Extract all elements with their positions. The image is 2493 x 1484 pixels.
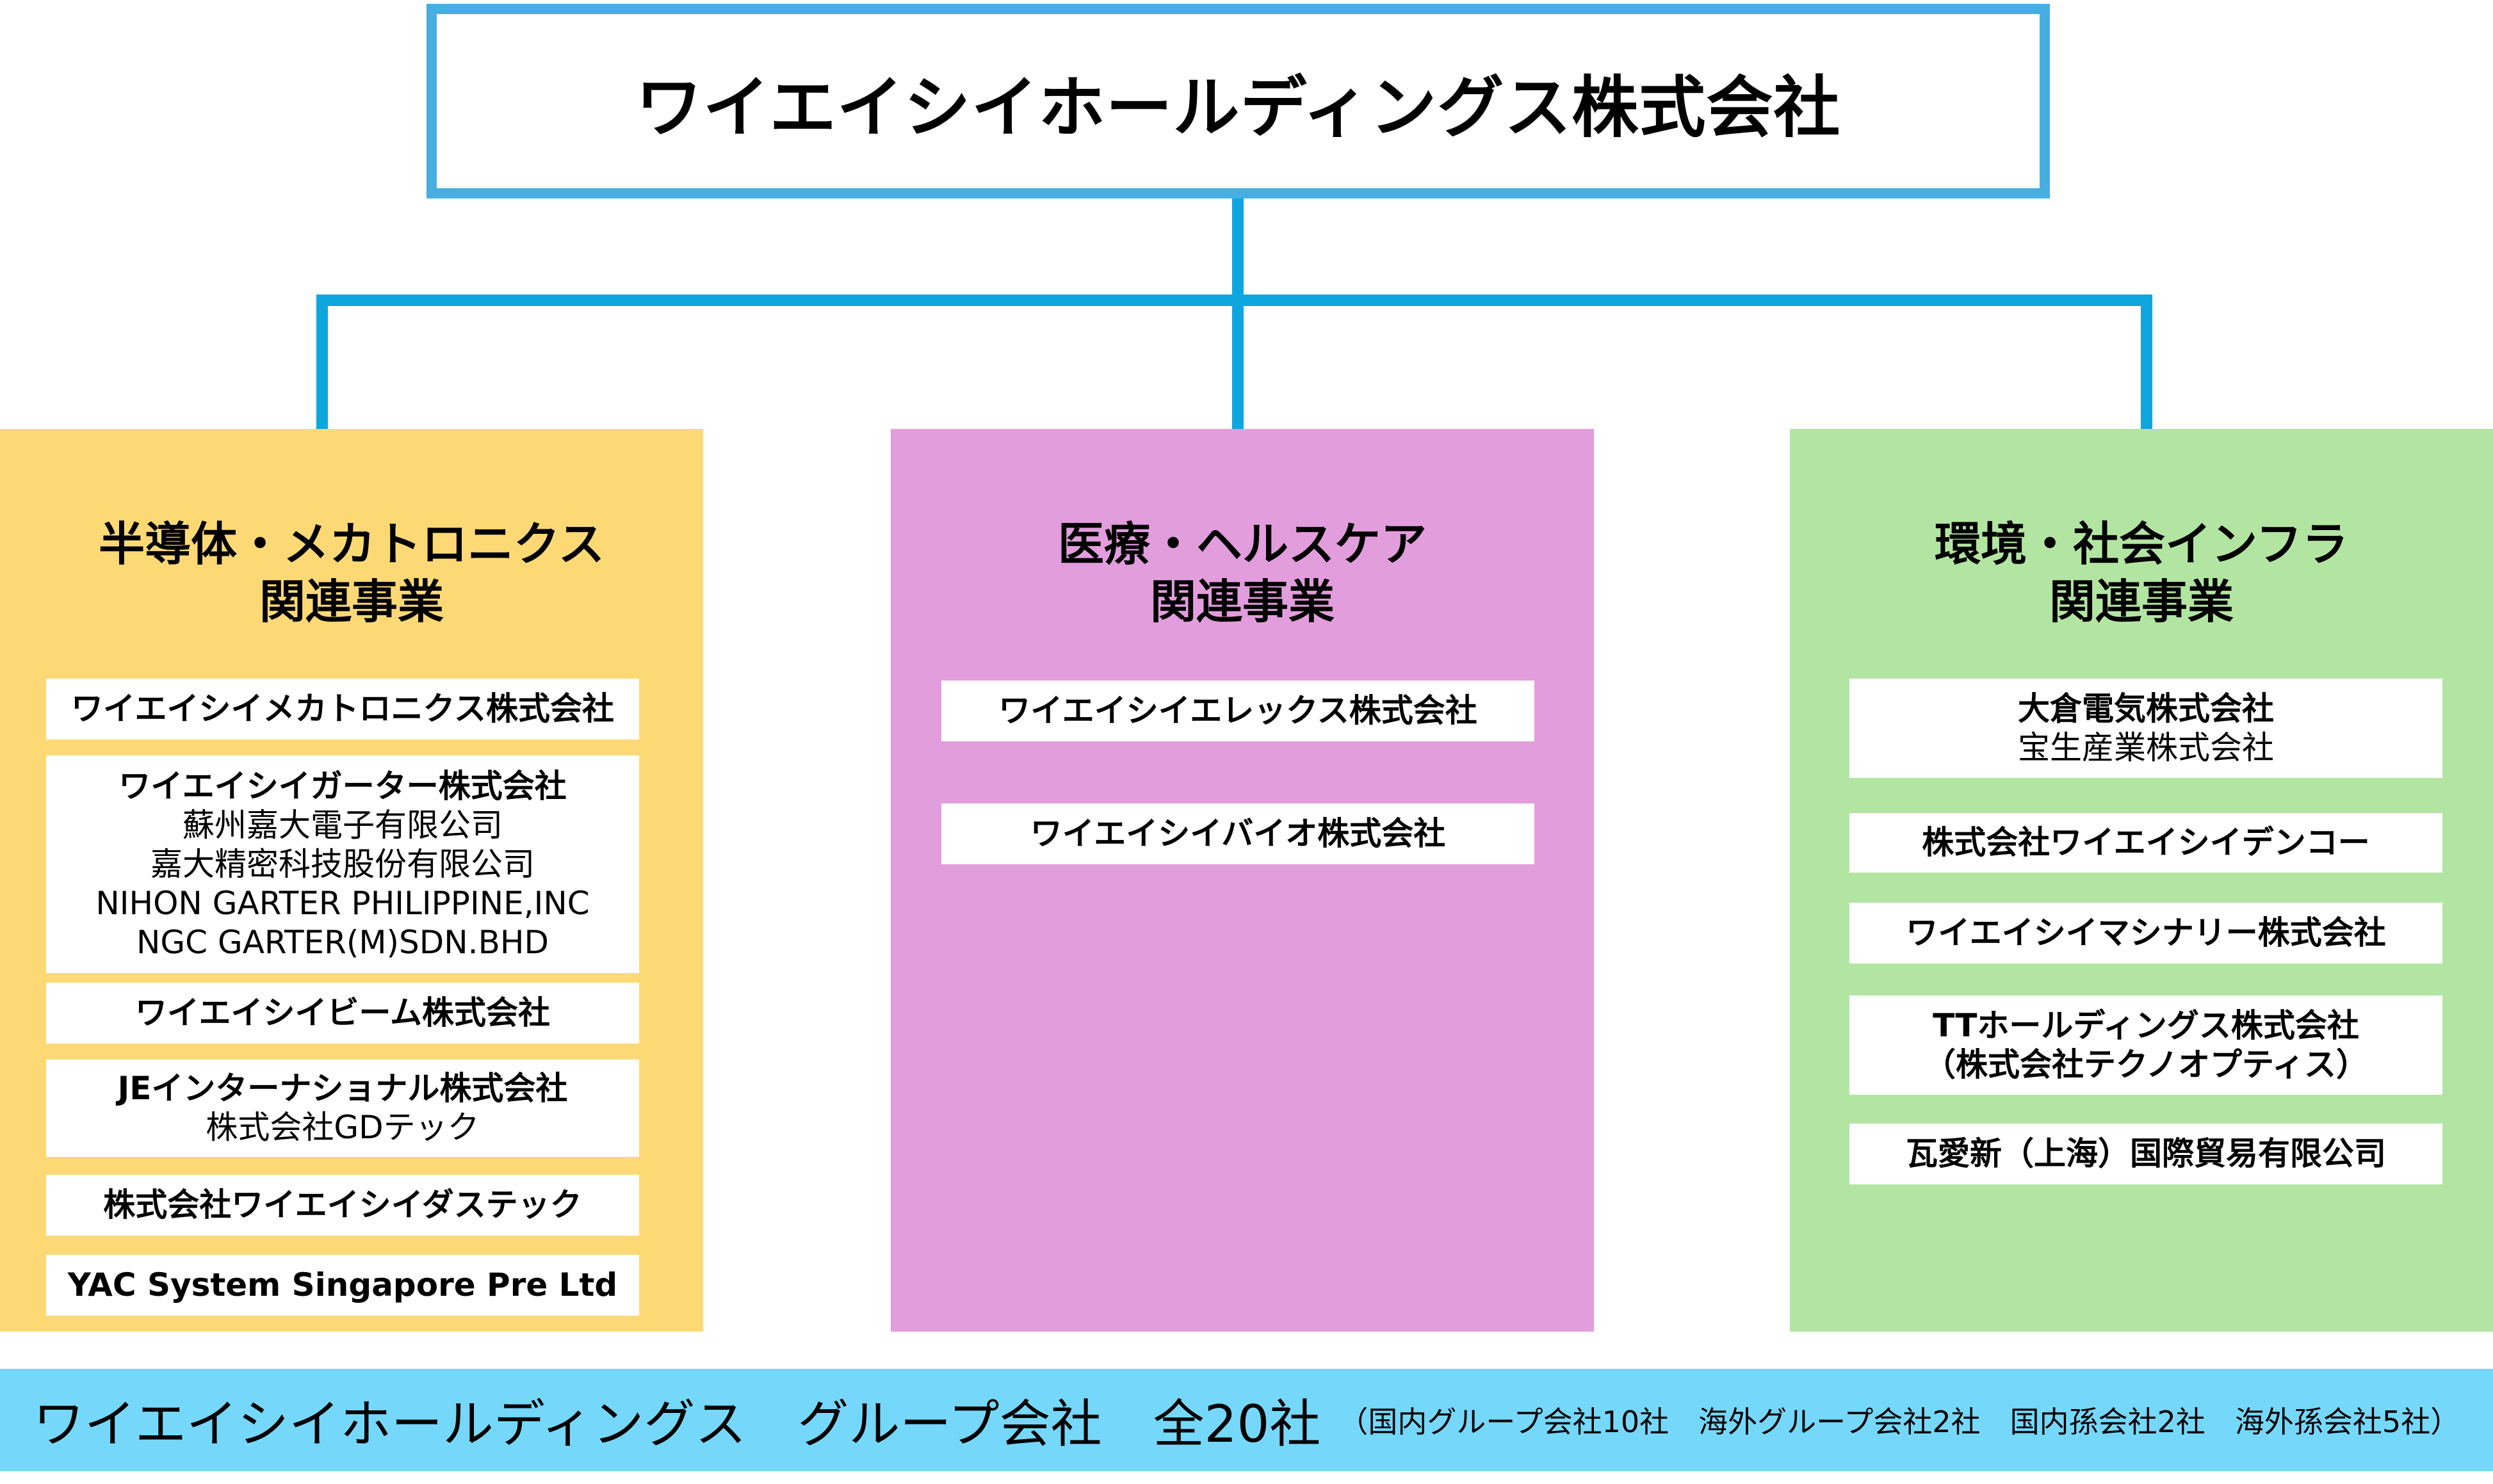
subsidiary-name: 嘉大精密科技股份有限公司 (150, 845, 535, 883)
company-box: YAC System Singapore Pre Ltd (46, 1255, 639, 1316)
company-box: ワイエイシイビーム株式会社 (46, 983, 639, 1044)
subsidiary-name: NGC GARTER(M)SDN.BHD (136, 923, 549, 961)
company-name: 株式会社ワイエイシイデンコー (1922, 824, 2370, 861)
segment-title-line2: 関連事業 (2049, 575, 2234, 629)
subsidiary-name: NIHON GARTER PHILIPPINE,INC (95, 884, 590, 922)
holding-company-title: ワイエイシイホールディングス株式会社 (635, 68, 1841, 147)
company-name: ワイエイシイガーター株式会社 (118, 767, 567, 805)
company-name-note: （株式会社テクノオプティス） (1924, 1045, 2368, 1083)
company-name: ワイエイシイエレックス株式会社 (998, 692, 1477, 729)
subsidiary-name: 蘇州嘉大電子有限公司 (183, 806, 503, 844)
company-box: TTホールディングス株式会社 （株式会社テクノオプティス） (1849, 996, 2442, 1095)
company-box: ワイエイシイメカトロニクス株式会社 (46, 679, 639, 739)
segment-medical: 医療・ヘルスケア 関連事業 ワイエイシイエレックス株式会社 ワイエイシイバイオ株… (891, 429, 1594, 1332)
holding-company-box: ワイエイシイホールディングス株式会社 (426, 4, 2050, 198)
company-name: ワイエイシイバイオ株式会社 (1030, 815, 1446, 852)
segment-title-line1: 環境・社会インフラ (1935, 517, 2348, 571)
company-name: JEインターナショナル株式会社 (117, 1070, 568, 1107)
subsidiary-name: 株式会社GDテック (206, 1109, 480, 1146)
connector-trunk (1232, 198, 1244, 301)
connector-right (2141, 294, 2152, 429)
segment-semiconductor: 半導体・メカトロニクス 関連事業 ワイエイシイメカトロニクス株式会社 ワイエイシ… (0, 429, 703, 1332)
company-box: ワイエイシイエレックス株式会社 (941, 681, 1534, 741)
company-name: YAC System Singapore Pre Ltd (67, 1266, 618, 1303)
group-summary-footer: ワイエイシイホールディングス グループ会社 全20社 （国内グループ会社10社 … (0, 1369, 2493, 1471)
segment-title-line1: 半導体・メカトロニクス (99, 517, 605, 571)
segment-title: 環境・社会インフラ 関連事業 (1790, 515, 2493, 631)
connector-left (316, 294, 328, 429)
segment-title-line1: 医療・ヘルスケア (1057, 517, 1427, 571)
company-box: 株式会社ワイエイシイダステック (46, 1175, 639, 1236)
segment-title: 医療・ヘルスケア 関連事業 (891, 515, 1594, 631)
company-name: TTホールディングス株式会社 (1933, 1006, 2359, 1044)
company-name: ワイエイシイマシナリー株式会社 (1906, 914, 2386, 951)
company-name: 大倉電気株式会社 (2018, 690, 2274, 727)
subsidiary-name: 宝生産業株式会社 (2018, 729, 2274, 766)
company-name: 株式会社ワイエイシイダステック (103, 1186, 582, 1223)
company-box: ワイエイシイバイオ株式会社 (941, 803, 1534, 864)
company-name: 瓦愛新（上海）国際貿易有限公司 (1906, 1135, 2386, 1172)
company-box: ワイエイシイマシナリー株式会社 (1849, 903, 2442, 964)
connector-center (1232, 294, 1244, 429)
segment-environment: 環境・社会インフラ 関連事業 大倉電気株式会社 宝生産業株式会社 株式会社ワイエ… (1790, 429, 2493, 1332)
company-box: ワイエイシイガーター株式会社 蘇州嘉大電子有限公司 嘉大精密科技股份有限公司 N… (46, 755, 639, 973)
company-box: 瓦愛新（上海）国際貿易有限公司 (1849, 1124, 2442, 1184)
group-summary-detail: （国内グループ会社10社 海外グループ会社2社 国内孫会社2社 海外孫会社5社） (1338, 1405, 2460, 1439)
company-name: ワイエイシイメカトロニクス株式会社 (71, 690, 614, 727)
segment-title-line2: 関連事業 (1149, 575, 1335, 629)
company-name: ワイエイシイビーム株式会社 (135, 994, 550, 1031)
company-box: JEインターナショナル株式会社 株式会社GDテック (46, 1060, 639, 1157)
segment-title: 半導体・メカトロニクス 関連事業 (0, 515, 703, 631)
company-box: 大倉電気株式会社 宝生産業株式会社 (1849, 679, 2442, 778)
segment-title-line2: 関連事業 (259, 575, 444, 629)
group-summary-main: ワイエイシイホールディングス グループ会社 全20社 (33, 1394, 1321, 1454)
company-box: 株式会社ワイエイシイデンコー (1849, 813, 2442, 873)
